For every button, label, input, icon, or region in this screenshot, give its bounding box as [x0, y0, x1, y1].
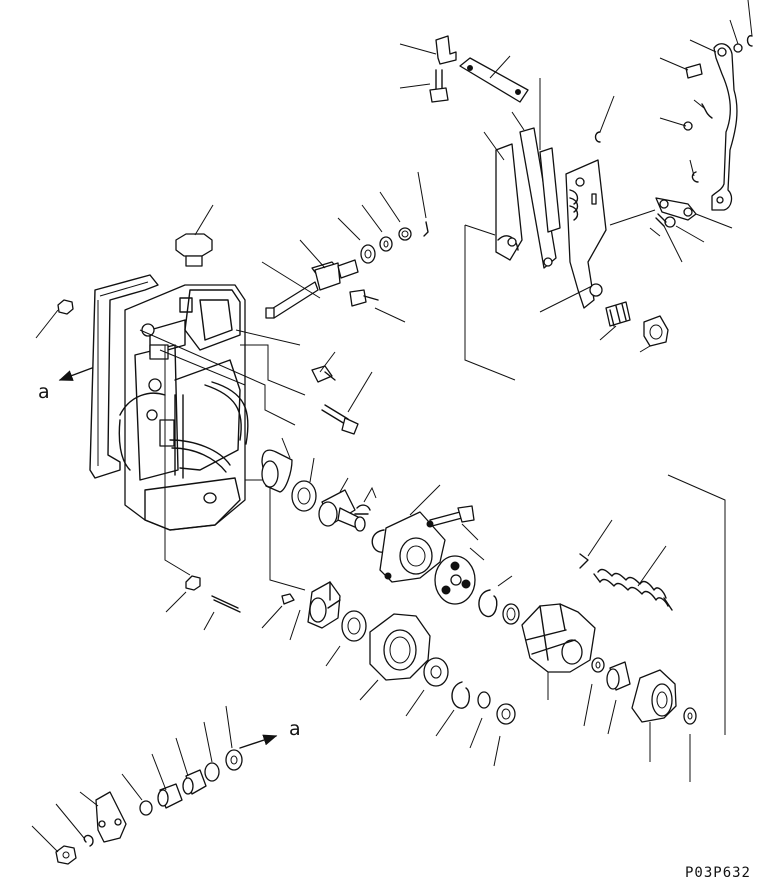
flyweight-assembly	[521, 603, 596, 700]
needle-bearing	[493, 703, 516, 767]
bolt-short	[349, 289, 406, 323]
view-label-left: a	[38, 381, 50, 403]
plug	[175, 204, 214, 267]
bushing	[261, 437, 293, 493]
lever-plate	[539, 147, 607, 313]
clip-upper	[594, 95, 615, 143]
link-rod	[689, 39, 738, 211]
gasket	[89, 274, 159, 479]
angle-bracket	[399, 35, 457, 65]
spring-seat	[631, 669, 677, 762]
ring-gear	[359, 613, 431, 701]
coupling-ring	[291, 457, 317, 512]
washer-mid	[405, 657, 449, 717]
lock-plate	[79, 791, 127, 843]
lower-stack	[121, 705, 243, 816]
small-ring-bottom	[55, 803, 94, 847]
spring-dowel	[203, 595, 241, 631]
flyweight-holder	[434, 547, 485, 605]
pin-small	[261, 593, 295, 629]
snap-ring-2	[478, 575, 513, 618]
view-arrow-left	[58, 367, 93, 381]
shaft-washers	[337, 171, 429, 264]
view-label-right: a	[289, 718, 301, 740]
washer-far-right	[683, 707, 697, 782]
small-bolt-1	[311, 351, 336, 383]
lever-shaft	[261, 239, 359, 319]
small-washer-low	[469, 691, 491, 749]
lever-arm-main	[483, 111, 557, 269]
coupling-claw	[289, 581, 341, 641]
bearing-housing	[379, 484, 446, 583]
nut-bottom	[31, 825, 77, 865]
bracket-plate	[459, 55, 529, 103]
coupling-disc	[325, 610, 367, 667]
bolt-diagonal	[429, 505, 479, 541]
view-arrow-right	[239, 734, 278, 749]
snap-ring-3	[435, 681, 471, 737]
bracket-bolt	[399, 69, 449, 103]
drawing-number: P03P632	[684, 865, 751, 881]
nut-left	[35, 299, 74, 339]
small-ring-right	[583, 657, 605, 727]
long-bolt	[321, 371, 373, 435]
governor-spring	[593, 545, 673, 611]
torsion-spring	[569, 189, 579, 221]
nut-lower	[165, 575, 201, 613]
sleeve	[606, 661, 631, 735]
drive-gear-shaft	[318, 477, 377, 532]
assembly-guide-lines	[139, 78, 726, 735]
governor-housing	[118, 284, 249, 531]
small-pins-right	[659, 0, 753, 183]
thin-washer	[502, 603, 520, 625]
spring-pin	[579, 519, 613, 569]
stop-bolt	[599, 301, 669, 353]
link-plate	[649, 197, 733, 263]
